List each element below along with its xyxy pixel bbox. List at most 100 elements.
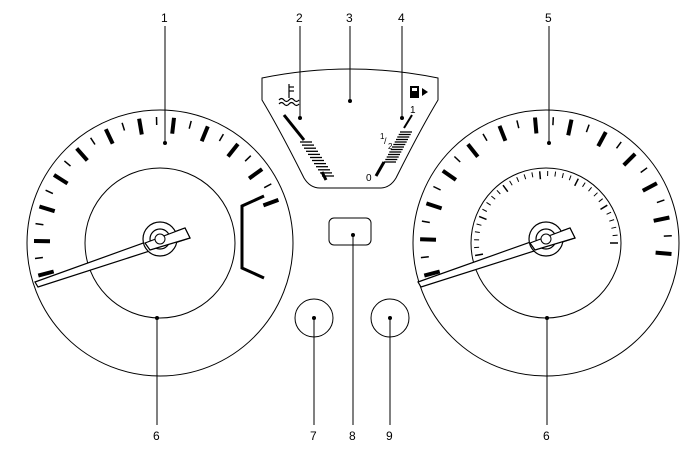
gauge-tick bbox=[478, 215, 487, 221]
gauge-tick bbox=[538, 171, 542, 180]
callout-6-left: 6 bbox=[153, 429, 160, 443]
gauge-tick bbox=[482, 133, 488, 142]
right-gauge-outer-ring bbox=[412, 109, 680, 377]
callout-3: 3 bbox=[346, 11, 353, 25]
gauge-tick bbox=[497, 125, 508, 142]
gauge-tick bbox=[247, 167, 264, 181]
left-gauge bbox=[26, 109, 294, 377]
fuel-half-label-denominator: 2 bbox=[388, 142, 393, 151]
left-gauge-needle bbox=[34, 221, 191, 288]
gauge-tick bbox=[566, 119, 574, 136]
gauge-tick bbox=[218, 133, 225, 142]
right-gauge-ticks bbox=[420, 117, 672, 278]
gauge-tick bbox=[37, 269, 55, 278]
center-display-outline bbox=[261, 68, 439, 189]
gauge-tick bbox=[244, 155, 252, 162]
fuel-pump-icon bbox=[410, 86, 428, 98]
gauge-tick bbox=[103, 128, 115, 145]
gauge-tick bbox=[482, 208, 488, 212]
gauge-tick bbox=[496, 189, 501, 195]
fuel-half-label-fraction-bar: / bbox=[384, 136, 387, 146]
gauge-tick bbox=[593, 192, 598, 197]
left-gauge-warning-bracket bbox=[240, 194, 265, 280]
gauge-tick bbox=[598, 198, 604, 203]
callout-1: 1 bbox=[161, 11, 168, 25]
gauge-tick bbox=[653, 215, 670, 223]
gauge-tick bbox=[433, 185, 441, 191]
gauge-tick bbox=[421, 220, 430, 224]
gauge-tick bbox=[655, 250, 672, 256]
center-small-display bbox=[328, 217, 372, 246]
center-display: 1 1 / 2 0 bbox=[261, 68, 439, 189]
fuel-empty-label: 0 bbox=[366, 173, 372, 184]
gauge-tick bbox=[622, 152, 637, 167]
gauge-tick bbox=[588, 186, 592, 192]
gauge-tick bbox=[523, 174, 527, 180]
gauge-tick bbox=[423, 269, 441, 278]
callout-9: 9 bbox=[386, 429, 393, 443]
gauge-tick bbox=[45, 189, 54, 195]
gauge-tick bbox=[615, 141, 622, 149]
left-gauge-ticks bbox=[33, 116, 280, 278]
gauge-tick bbox=[263, 183, 272, 189]
gauge-tick bbox=[491, 195, 496, 200]
gauge-tick bbox=[568, 175, 572, 181]
gauge-tick bbox=[38, 204, 56, 214]
gauge-tick bbox=[474, 231, 480, 233]
gauge-tick bbox=[34, 256, 43, 260]
gauge-tick bbox=[585, 124, 590, 133]
gauge-tick bbox=[533, 117, 539, 134]
callout-leaders bbox=[156, 26, 550, 425]
right-gauge bbox=[412, 109, 680, 377]
gauge-tick bbox=[612, 234, 618, 237]
callout-4: 4 bbox=[398, 11, 405, 25]
gauge-tick bbox=[420, 255, 429, 259]
gauge-tick bbox=[606, 211, 612, 215]
gauge-tick bbox=[502, 184, 509, 193]
fuel-gauge-empty-bar bbox=[374, 161, 386, 177]
gauge-tick bbox=[262, 198, 280, 208]
left-gauge-inner-ring bbox=[84, 167, 236, 319]
temp-gauge-ticks bbox=[300, 141, 334, 177]
gauge-tick bbox=[641, 181, 658, 193]
gauge-tick bbox=[574, 178, 579, 187]
gauge-tick bbox=[531, 172, 534, 178]
callout-dots bbox=[155, 99, 551, 320]
gauge-tick bbox=[466, 142, 480, 158]
left-gauge-outer-ring bbox=[26, 109, 294, 377]
gauge-tick bbox=[188, 120, 192, 129]
callout-6-right: 6 bbox=[543, 429, 550, 443]
gauge-tick bbox=[75, 147, 89, 162]
gauge-tick bbox=[35, 222, 44, 226]
gauge-tick bbox=[582, 182, 586, 188]
gauge-tick bbox=[226, 142, 240, 158]
gauge-tick bbox=[476, 223, 482, 226]
gauge-tick bbox=[516, 177, 520, 182]
fuel-half-label-numerator: 1 bbox=[380, 132, 385, 141]
gauge-tick bbox=[121, 122, 126, 131]
callout-2: 2 bbox=[296, 11, 303, 25]
gauge-tick bbox=[441, 169, 458, 182]
fuel-full-label: 1 bbox=[410, 105, 416, 116]
callout-8: 8 bbox=[349, 429, 356, 443]
gauge-tick bbox=[600, 204, 608, 211]
gauge-tick bbox=[89, 137, 96, 145]
callout-7: 7 bbox=[310, 429, 317, 443]
callout-5: 5 bbox=[545, 11, 552, 25]
gauge-tick bbox=[609, 219, 615, 222]
right-gauge-inner-ticks bbox=[474, 170, 618, 257]
coolant-temperature-icon bbox=[278, 84, 300, 107]
gauge-tick bbox=[63, 160, 71, 167]
gauge-tick bbox=[640, 167, 648, 174]
temp-gauge-cold-bar bbox=[282, 114, 306, 141]
fuel-gauge-ticks bbox=[384, 131, 412, 163]
gauge-tick bbox=[137, 118, 144, 135]
gauge-tick bbox=[170, 117, 176, 134]
gauge-tick bbox=[474, 253, 484, 257]
gauge-tick bbox=[611, 226, 617, 229]
gauge-tick bbox=[516, 120, 520, 129]
gauge-tick bbox=[596, 131, 608, 148]
gauge-tick bbox=[425, 201, 443, 211]
fuel-gauge-full-bar bbox=[403, 114, 413, 129]
